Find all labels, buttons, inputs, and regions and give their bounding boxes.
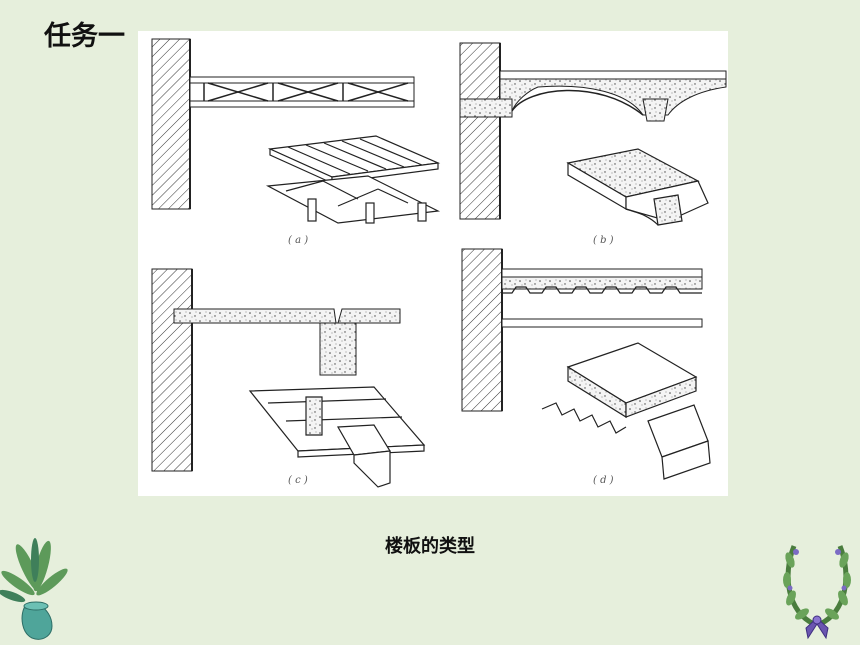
subfigure-b-label: ( b ) <box>593 235 614 246</box>
subfigure-a-label: ( a ) <box>288 235 308 246</box>
subfigure-d <box>461 248 711 480</box>
subfigure-c <box>151 268 426 488</box>
plant-vase-icon <box>0 538 68 640</box>
subfigure-b <box>459 42 727 226</box>
wreath-icon <box>783 545 851 640</box>
floor-types-diagram: ( a ) ( b ) <box>151 38 727 488</box>
subfigure-a <box>151 38 441 224</box>
figure-caption: 楼板的类型 <box>385 536 475 557</box>
floor-types-figure: ( a ) ( b ) <box>138 31 728 496</box>
subfigure-c-label: ( c ) <box>288 475 308 486</box>
page-title: 任务一 <box>44 21 125 52</box>
subfigure-d-label: ( d ) <box>593 475 614 486</box>
